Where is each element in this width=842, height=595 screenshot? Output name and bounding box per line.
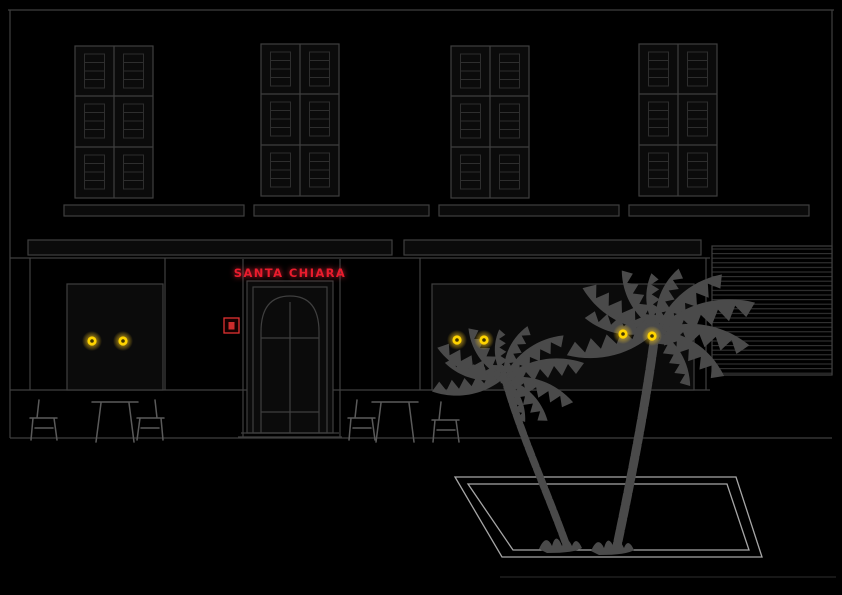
window-ledges [63,204,810,217]
wall-lamp [447,330,467,350]
cafe-chair [431,401,460,443]
wall-lamp [642,326,662,346]
cafe-chair [136,399,165,441]
neon-sign-text: SANTA CHIARA [234,266,346,280]
wall-lamp [474,330,494,350]
palm-tree-left [432,321,584,553]
cafe-furniture [29,399,460,443]
window-ledge [63,204,245,217]
cafe-table [91,401,139,443]
planter-box [453,476,763,558]
shutter-window-3 [451,46,529,198]
wall-lamp [613,324,633,344]
menu-box-glyph [228,322,235,330]
cornice-awnings [27,239,702,256]
window-ledge [628,204,810,217]
window-ledge [438,204,620,217]
wall-lamp [113,331,133,351]
entrance-door [238,259,342,438]
cafe-table [371,401,419,443]
cafe-chair [347,399,376,441]
shutter-window-1 [75,46,153,198]
awning-right [403,239,702,256]
shutter-window-2 [261,44,339,196]
grass-tuft [591,540,634,555]
shutter-window-4 [639,44,717,196]
window-ledge [253,204,430,217]
awning-left [27,239,393,256]
upper-shutter-windows [75,44,717,198]
grass-tuft [539,538,582,553]
menu-display-box [223,317,240,334]
cafe-chair [29,399,58,441]
palm-crown [432,321,584,431]
door-steps [238,432,342,438]
wall-lamp [82,331,102,351]
